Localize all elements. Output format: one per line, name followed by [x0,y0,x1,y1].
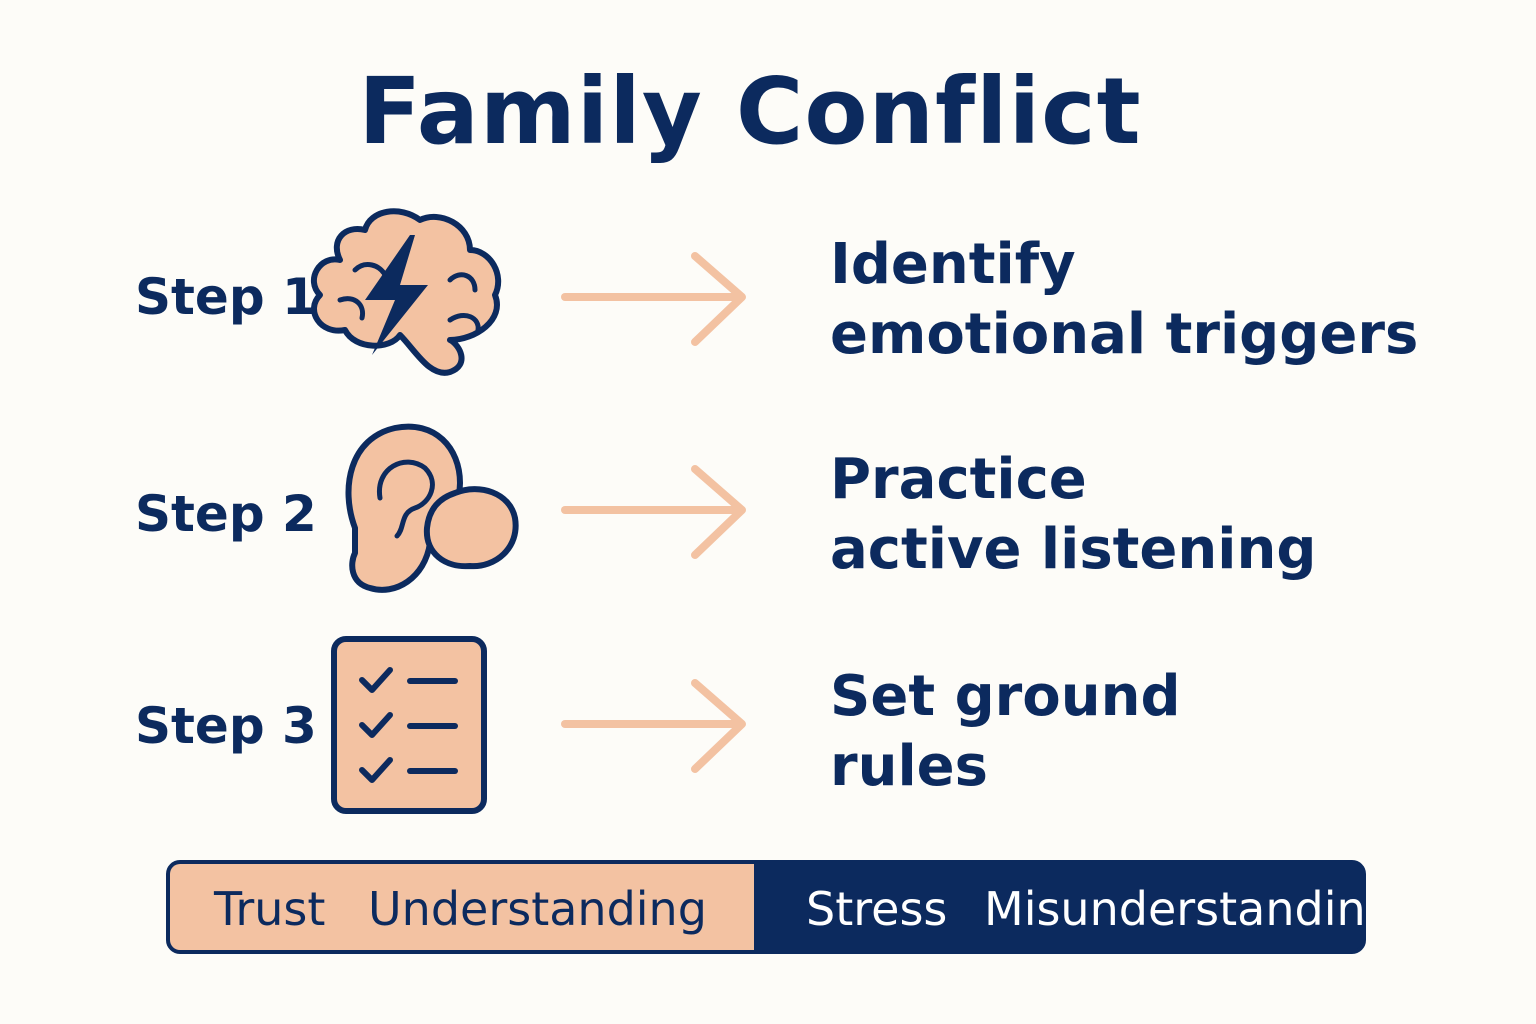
balance-bar: Trust Understanding Stress Misunderstand… [166,860,1366,954]
step-2-label: Step 2 [135,485,317,543]
ear-speech-icon [345,423,519,593]
positive-word-trust: Trust [214,882,326,936]
arrow-right-icon [561,252,746,346]
negative-word-misunderstanding: Misunderstanding [984,882,1366,936]
positive-word-understanding: Understanding [368,882,707,936]
arrow-right-icon [561,679,746,773]
brain-lightning-icon [311,208,502,376]
step-1-line-2: emotional triggers [830,302,1419,367]
step-3-line-1: Set ground [830,664,1181,729]
step-2-line-2: active listening [830,517,1317,582]
positive-section: Trust Understanding [170,864,754,950]
step-1-line-1: Identify [830,232,1076,297]
page-title: Family Conflict [358,58,1142,165]
step-3-line-2: rules [830,734,988,799]
step-1-label: Step 1 [135,268,317,326]
step-2-description: Practice active listening [830,445,1316,585]
negative-word-stress: Stress [806,882,948,936]
step-2-line-1: Practice [830,447,1087,512]
step-1-description: Identify emotional triggers [830,230,1418,370]
step-3-description: Set ground rules [830,662,1181,802]
checklist-icon [331,636,487,814]
step-3-label: Step 3 [135,697,317,755]
arrow-right-icon [561,465,746,559]
